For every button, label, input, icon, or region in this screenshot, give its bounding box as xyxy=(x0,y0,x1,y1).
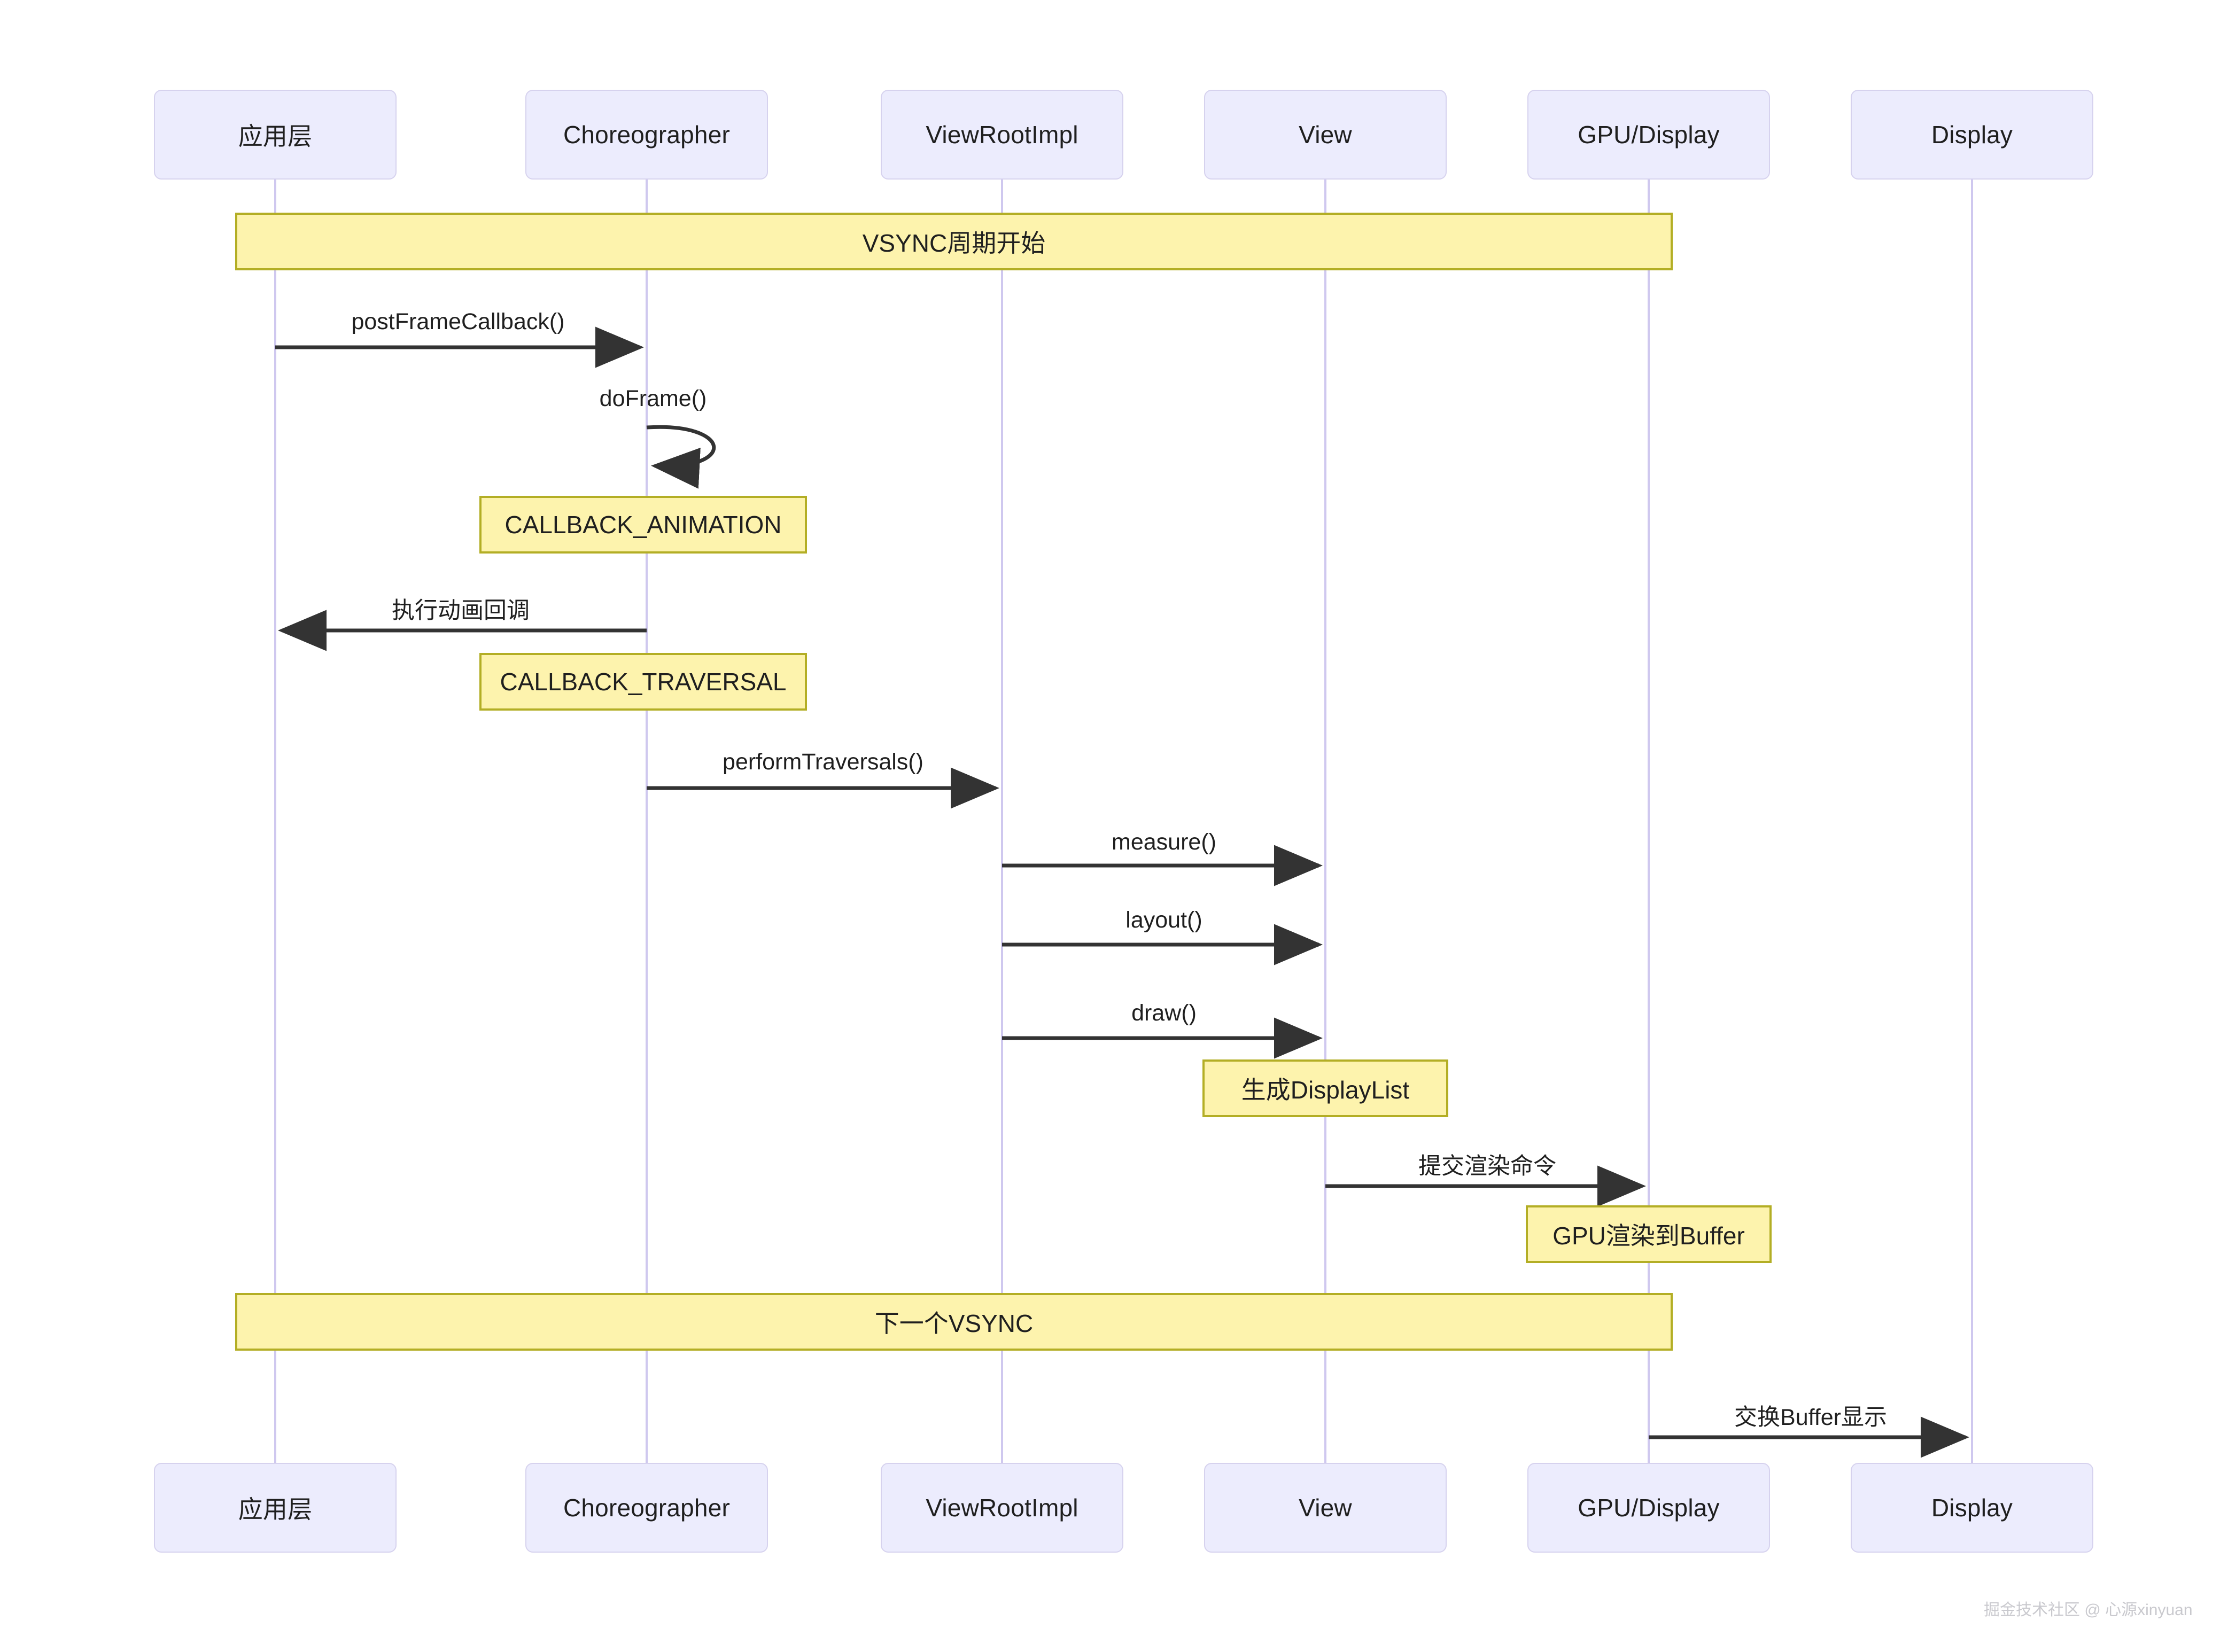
actor-label: GPU/Display xyxy=(1578,121,1720,149)
actor-label: GPU/Display xyxy=(1578,1494,1720,1522)
note-callback-animation: CALLBACK_ANIMATION xyxy=(479,496,807,554)
message-arrows xyxy=(275,326,1969,1458)
arrow-do-frame xyxy=(646,425,716,489)
actor-label: Display xyxy=(1931,1494,2013,1522)
actor-label: ViewRootImpl xyxy=(926,121,1078,149)
note-callback-traversal: CALLBACK_TRAVERSAL xyxy=(479,653,807,711)
note-label: CALLBACK_ANIMATION xyxy=(504,511,782,539)
actor-label: 应用层 xyxy=(238,122,313,150)
actor-label: Display xyxy=(1931,121,2013,149)
message-label-perform-traversals: performTraversals() xyxy=(723,749,923,775)
note-gpu-render-buffer: GPU渲染到Buffer xyxy=(1526,1205,1772,1263)
note-label: CALLBACK_TRAVERSAL xyxy=(500,668,787,696)
actor-box-top-viewrootimpl[interactable]: ViewRootImpl xyxy=(881,90,1123,180)
actor-box-top-app[interactable]: 应用层 xyxy=(154,90,397,180)
message-label-submit-render-cmd: 提交渲染命令 xyxy=(1418,1154,1556,1179)
actor-box-bottom-gpu-display[interactable]: GPU/Display xyxy=(1527,1463,1770,1553)
actor-label: Choreographer xyxy=(563,1494,731,1522)
note-label: 生成DisplayList xyxy=(1241,1076,1410,1104)
message-label-draw: draw() xyxy=(1131,1000,1197,1026)
actor-box-bottom-display[interactable]: Display xyxy=(1851,1463,2093,1553)
actor-label: View xyxy=(1299,121,1352,149)
message-label-post-frame-callback: postFrameCallback() xyxy=(351,309,565,334)
actor-label: ViewRootImpl xyxy=(926,1494,1078,1522)
banner-vsync-next: 下一个VSYNC xyxy=(235,1293,1673,1351)
watermark: 掘金技术社区 @ 心源xinyuan xyxy=(1984,1601,2193,1619)
banner-label: VSYNC周期开始 xyxy=(862,229,1046,257)
note-generate-displaylist: 生成DisplayList xyxy=(1202,1059,1448,1117)
lifelines xyxy=(274,160,1973,1463)
note-label: GPU渲染到Buffer xyxy=(1552,1222,1745,1250)
actor-box-bottom-viewrootimpl[interactable]: ViewRootImpl xyxy=(881,1463,1123,1553)
message-label-layout: layout() xyxy=(1125,907,1202,933)
actor-label: View xyxy=(1299,1494,1352,1522)
message-label-measure: measure() xyxy=(1112,829,1216,855)
actor-box-top-display[interactable]: Display xyxy=(1851,90,2093,180)
banner-vsync-start: VSYNC周期开始 xyxy=(235,213,1673,270)
actor-box-bottom-choreographer[interactable]: Choreographer xyxy=(525,1463,768,1553)
message-label-run-animation-cb: 执行动画回调 xyxy=(392,598,530,624)
actor-box-bottom-app[interactable]: 应用层 xyxy=(154,1463,397,1553)
banner-label: 下一个VSYNC xyxy=(874,1310,1034,1337)
actor-box-top-view[interactable]: View xyxy=(1204,90,1447,180)
message-label-swap-buffer: 交换Buffer显示 xyxy=(1734,1405,1887,1430)
actor-label: 应用层 xyxy=(238,1495,313,1523)
message-label-do-frame: doFrame() xyxy=(599,386,707,411)
actor-box-bottom-view[interactable]: View xyxy=(1204,1463,1447,1553)
actor-box-top-choreographer[interactable]: Choreographer xyxy=(525,90,768,180)
actor-box-top-gpu-display[interactable]: GPU/Display xyxy=(1527,90,1770,180)
actor-label: Choreographer xyxy=(563,121,731,149)
